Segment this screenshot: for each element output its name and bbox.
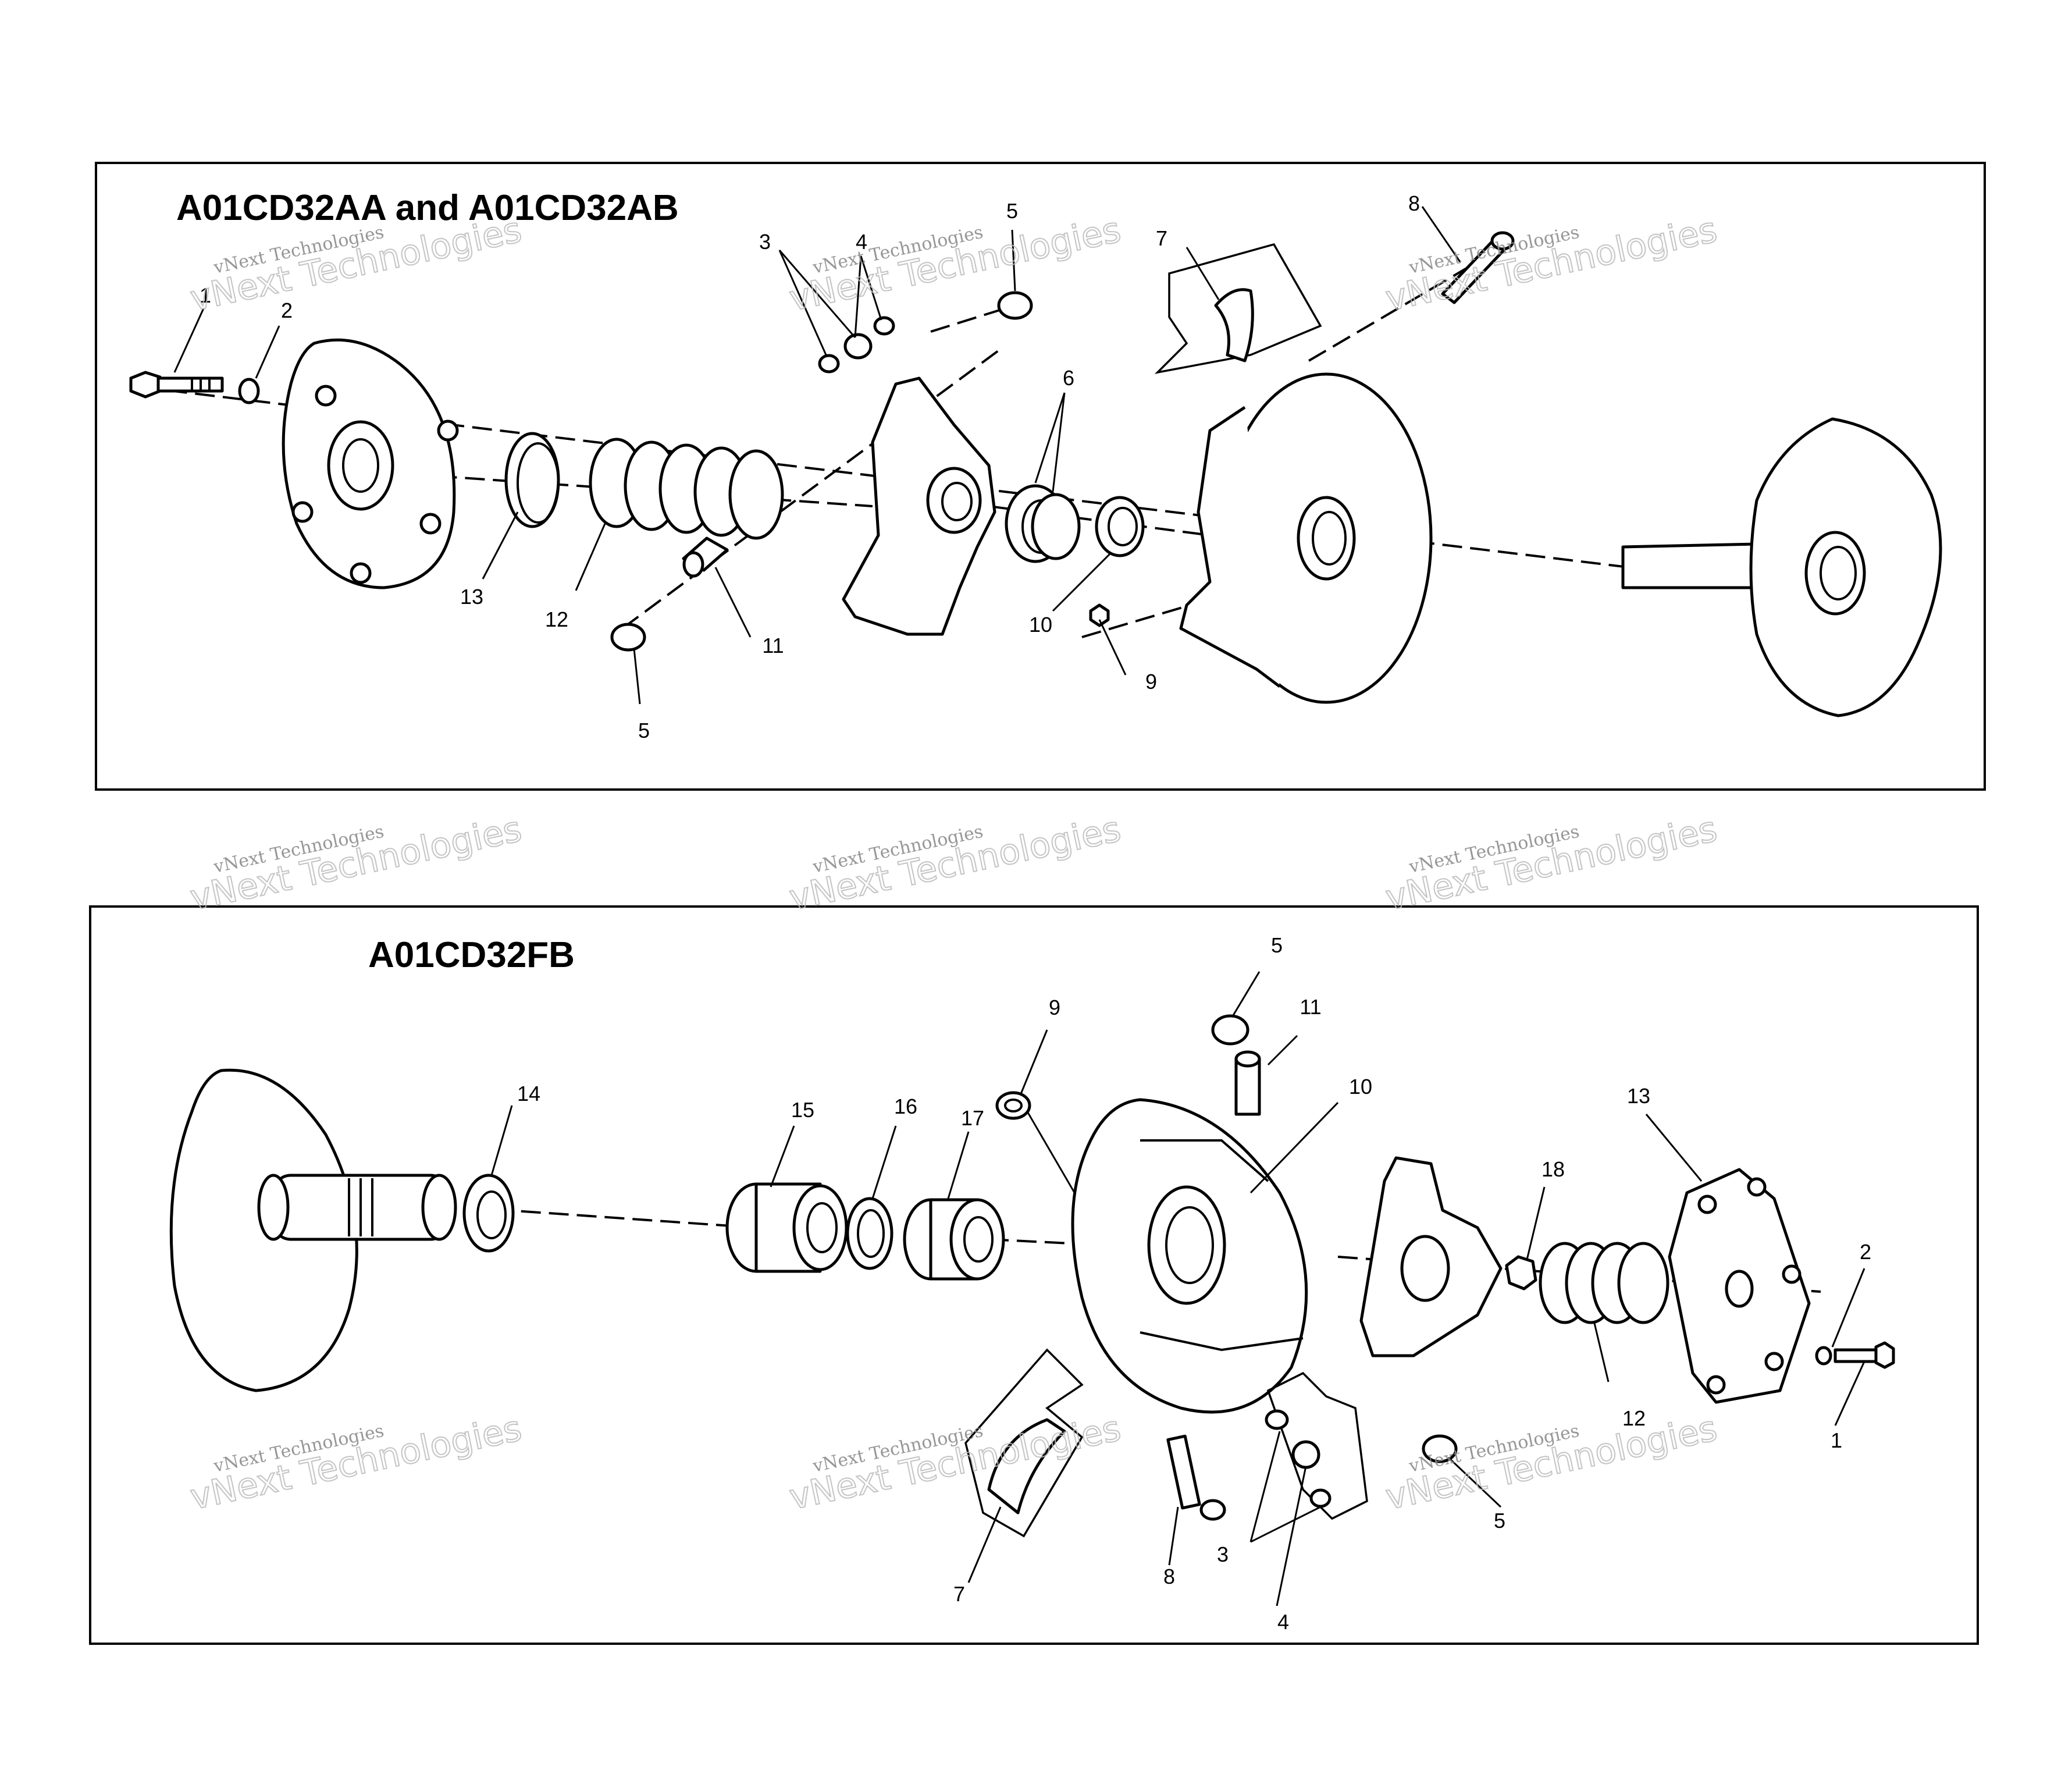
callout-label: 5	[1271, 933, 1283, 957]
cap-part	[1211, 1014, 1249, 1046]
panel-top: A01CD32AA and A01CD32AB	[95, 162, 1986, 791]
callout-label: 9	[1049, 996, 1060, 1019]
callout-label: 13	[460, 585, 483, 609]
panel-top-title: A01CD32AA and A01CD32AB	[176, 188, 679, 228]
washer-part	[1815, 1346, 1832, 1366]
cap-part	[997, 291, 1033, 320]
spring-part	[589, 438, 784, 540]
callout-label: 16	[894, 1094, 917, 1118]
callout-label: 6	[1063, 366, 1074, 390]
bushing-part	[1005, 484, 1081, 563]
callout-label: 12	[545, 607, 568, 631]
bushing-ring-part	[504, 432, 560, 528]
spider-part	[842, 376, 996, 636]
callout-label: 12	[1622, 1406, 1646, 1430]
callout-label: 4	[1277, 1610, 1289, 1634]
weight-part-group	[964, 1348, 1084, 1538]
bolt-part	[129, 371, 224, 399]
axis-line	[621, 348, 1002, 630]
cap-part	[1422, 1434, 1458, 1463]
fixed-sheave-part	[169, 1068, 457, 1392]
bolt-part	[1166, 1434, 1226, 1521]
roller-parts	[818, 316, 895, 374]
pin-part	[682, 536, 729, 578]
callout-label: 1	[1831, 1428, 1842, 1452]
washer-part	[462, 1174, 515, 1253]
washer-part	[238, 378, 260, 404]
panel-top-frame	[95, 162, 1986, 791]
pin-part	[1234, 1050, 1261, 1116]
callout-label: 5	[638, 719, 650, 742]
cover-plate-part	[1668, 1168, 1811, 1404]
callout-label: 8	[1163, 1565, 1175, 1588]
movable-sheave-part	[1179, 372, 1433, 704]
callout-label: 7	[1156, 226, 1167, 250]
callout-label: 18	[1541, 1157, 1565, 1181]
spring-part	[1539, 1242, 1669, 1324]
cover-plate-part	[282, 338, 459, 589]
callout-label: 15	[791, 1098, 814, 1122]
callout-label: 2	[1860, 1240, 1871, 1264]
panel-bottom-frame	[89, 905, 1979, 1645]
callout-label: 2	[281, 298, 293, 322]
callout-leaders	[173, 206, 1461, 705]
bushing-part	[725, 1182, 848, 1273]
callout-label: 5	[1494, 1509, 1505, 1533]
callout-label: 5	[1006, 199, 1018, 223]
callout-label: 8	[1408, 191, 1420, 215]
weight-part-group	[1154, 243, 1322, 374]
movable-sheave-part	[1071, 1098, 1308, 1414]
axis-line	[930, 301, 1024, 333]
fixed-sheave-part	[1621, 417, 1942, 717]
bolt-part	[1441, 231, 1515, 304]
axis-line	[465, 1206, 757, 1229]
callout-label: 7	[953, 1582, 965, 1606]
cap-part	[610, 623, 646, 652]
washer-part	[846, 1197, 893, 1270]
callout-leaders	[490, 971, 1865, 1606]
callout-label: 9	[1145, 670, 1157, 694]
roller-parts	[1265, 1371, 1368, 1520]
callout-label: 3	[759, 230, 771, 254]
callout-label: 3	[1217, 1542, 1229, 1566]
nut-part	[1089, 603, 1110, 627]
callout-label: 4	[856, 230, 867, 254]
callout-label: 10	[1029, 613, 1052, 637]
callout-label: 11	[1300, 995, 1321, 1019]
callout-label: 1	[200, 283, 211, 307]
callout-label: 17	[961, 1106, 984, 1130]
spacer-part	[903, 1198, 1005, 1281]
callout-label: 11	[762, 634, 784, 657]
axis-line	[1081, 598, 1211, 638]
panel-bottom-title: A01CD32FB	[368, 935, 575, 975]
bolt-part	[1834, 1341, 1895, 1369]
axis-line	[1308, 261, 1479, 362]
panel-bottom: A01CD32FB	[89, 905, 1979, 1645]
callout-label: 14	[517, 1082, 540, 1105]
nut-part	[1505, 1255, 1537, 1291]
callout-label: 13	[1627, 1084, 1650, 1108]
callout-label: 10	[1349, 1075, 1372, 1099]
washer-part	[1095, 496, 1145, 557]
nut-part	[995, 1091, 1031, 1120]
spider-part	[1359, 1156, 1503, 1357]
